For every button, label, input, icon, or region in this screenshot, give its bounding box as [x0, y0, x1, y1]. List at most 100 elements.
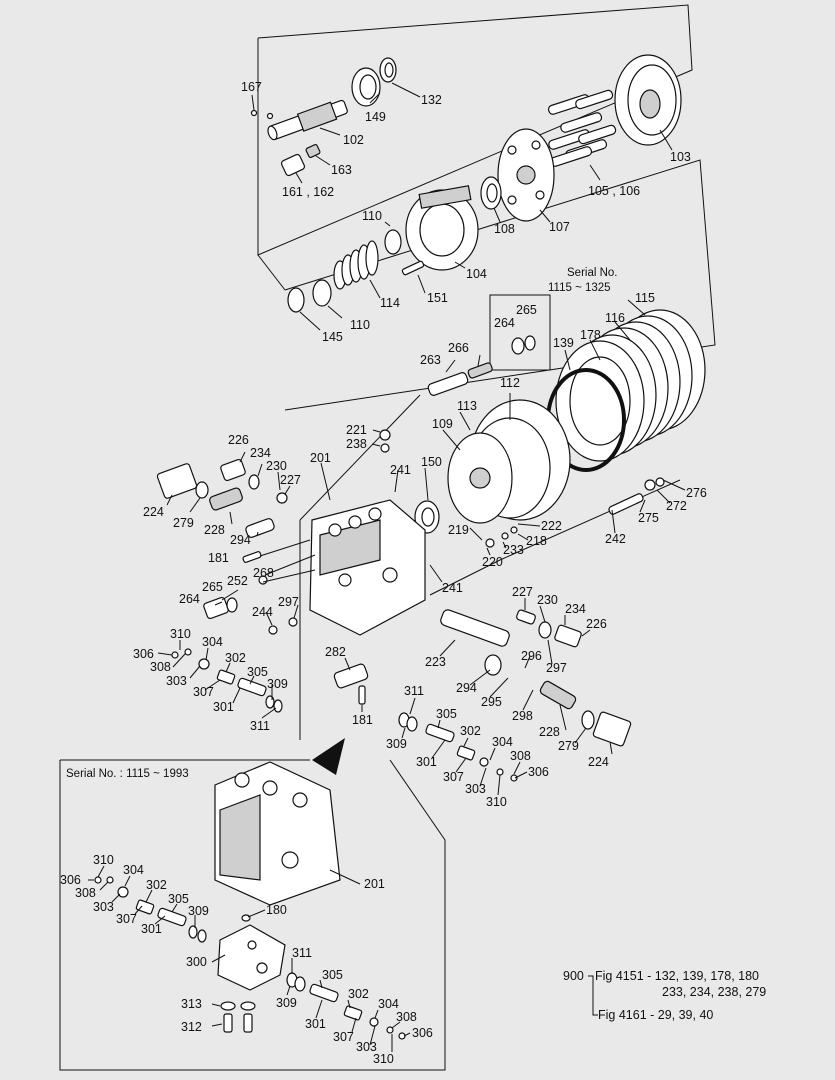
label-309b: 309 [386, 737, 407, 751]
label-305c: 305 [168, 892, 189, 906]
label-308a: 308 [150, 660, 171, 674]
label-219: 219 [448, 523, 469, 537]
inset-serial-label: Serial No. : 1115 ~ 1993 [66, 768, 189, 780]
label-228b: 228 [539, 725, 560, 739]
label-279b: 279 [558, 739, 579, 753]
label-224b: 224 [588, 755, 609, 769]
top-section-parts [250, 54, 682, 313]
housing-112 [414, 399, 571, 534]
label-308d: 308 [396, 1010, 417, 1024]
label-304b: 304 [492, 735, 513, 749]
label-132: 132 [421, 93, 442, 107]
label-307d: 307 [333, 1030, 354, 1044]
label-301c: 301 [141, 922, 162, 936]
label-298: 298 [512, 709, 533, 723]
label-295: 295 [481, 695, 502, 709]
label-161-162: 161 , 162 [282, 185, 334, 199]
label-302a: 302 [225, 651, 246, 665]
valve-263-266 [427, 294, 551, 396]
label-220: 220 [482, 555, 503, 569]
relief-valve-series-mid [171, 648, 518, 782]
label-312: 312 [181, 1020, 202, 1034]
label-180: 180 [266, 903, 287, 917]
label-110b: 110 [350, 318, 370, 332]
label-303b: 303 [465, 782, 486, 796]
label-265a: 265 [516, 303, 537, 317]
label-150: 150 [421, 455, 442, 469]
label-309c: 309 [188, 904, 209, 918]
label-282: 282 [325, 645, 346, 659]
right-side-parts [333, 477, 665, 747]
label-302b: 302 [460, 724, 481, 738]
left-side-parts [156, 458, 298, 635]
label-107: 107 [549, 220, 570, 234]
label-302c: 302 [146, 878, 167, 892]
label-306d: 306 [412, 1026, 433, 1040]
label-227a: 227 [280, 473, 301, 487]
label-305b: 305 [436, 707, 457, 721]
label-109: 109 [432, 417, 453, 431]
label-294b: 294 [456, 681, 477, 695]
label-103: 103 [670, 150, 691, 164]
label-306a: 306 [133, 647, 154, 661]
label-223: 223 [425, 655, 446, 669]
label-102: 102 [343, 133, 364, 147]
label-311c: 311 [292, 946, 312, 960]
label-230b: 230 [537, 593, 558, 607]
label-304c: 304 [123, 863, 144, 877]
label-228a: 228 [204, 523, 225, 537]
label-307b: 307 [443, 770, 464, 784]
label-105-106: 105 , 106 [588, 184, 640, 198]
label-234a: 234 [250, 446, 271, 460]
label-276: 276 [686, 486, 707, 500]
label-310b: 310 [486, 795, 507, 809]
label-221: 221 [346, 423, 367, 437]
reference-line-2: 233, 234, 238, 279 [662, 985, 766, 999]
brake-disc-stack [546, 309, 706, 472]
label-181b: 181 [352, 713, 373, 727]
label-241a: 241 [390, 463, 411, 477]
label-310c: 310 [93, 853, 114, 867]
label-226a: 226 [228, 433, 249, 447]
label-306c: 306 [60, 873, 81, 887]
label-113: 113 [457, 399, 477, 413]
label-244: 244 [252, 605, 273, 619]
label-308c: 308 [75, 886, 96, 900]
leader-lines [88, 82, 686, 1052]
label-201a: 201 [310, 451, 331, 465]
label-108: 108 [494, 222, 515, 236]
reference-note: 900 Fig 4151 - 132, 139, 178, 180 233, 2… [563, 969, 766, 1022]
label-301a: 301 [213, 700, 234, 714]
label-309d: 309 [276, 996, 297, 1010]
label-306b: 306 [528, 765, 549, 779]
label-303c: 303 [93, 900, 114, 914]
label-297b: 297 [546, 661, 567, 675]
label-163: 163 [331, 163, 352, 177]
label-307a: 307 [193, 685, 214, 699]
label-309a: 309 [267, 677, 288, 691]
label-139: 139 [553, 336, 574, 350]
label-115: 115 [635, 291, 655, 305]
serial-label: Serial No. [567, 267, 618, 279]
reference-line-1: Fig 4151 - 132, 139, 178, 180 [595, 969, 759, 983]
label-310a: 310 [170, 627, 191, 641]
label-151: 151 [427, 291, 448, 305]
label-242: 242 [605, 532, 626, 546]
serial-range: 1115 ~ 1325 [548, 282, 611, 294]
label-294a: 294 [230, 533, 251, 547]
label-303a: 303 [166, 674, 187, 688]
reference-line-3: Fig 4161 - 29, 39, 40 [598, 1008, 713, 1022]
label-218: 218 [526, 534, 547, 548]
label-178: 178 [580, 328, 601, 342]
label-112: 112 [500, 376, 520, 390]
label-233: 233 [503, 543, 524, 557]
label-304d: 304 [378, 997, 399, 1011]
label-310d: 310 [373, 1052, 394, 1066]
label-265b: 265 [202, 580, 223, 594]
label-224a: 224 [143, 505, 164, 519]
label-222: 222 [541, 519, 562, 533]
label-304a: 304 [202, 635, 223, 649]
label-114: 114 [380, 296, 400, 310]
label-268: 268 [253, 566, 274, 580]
inset-parts [94, 761, 406, 1040]
